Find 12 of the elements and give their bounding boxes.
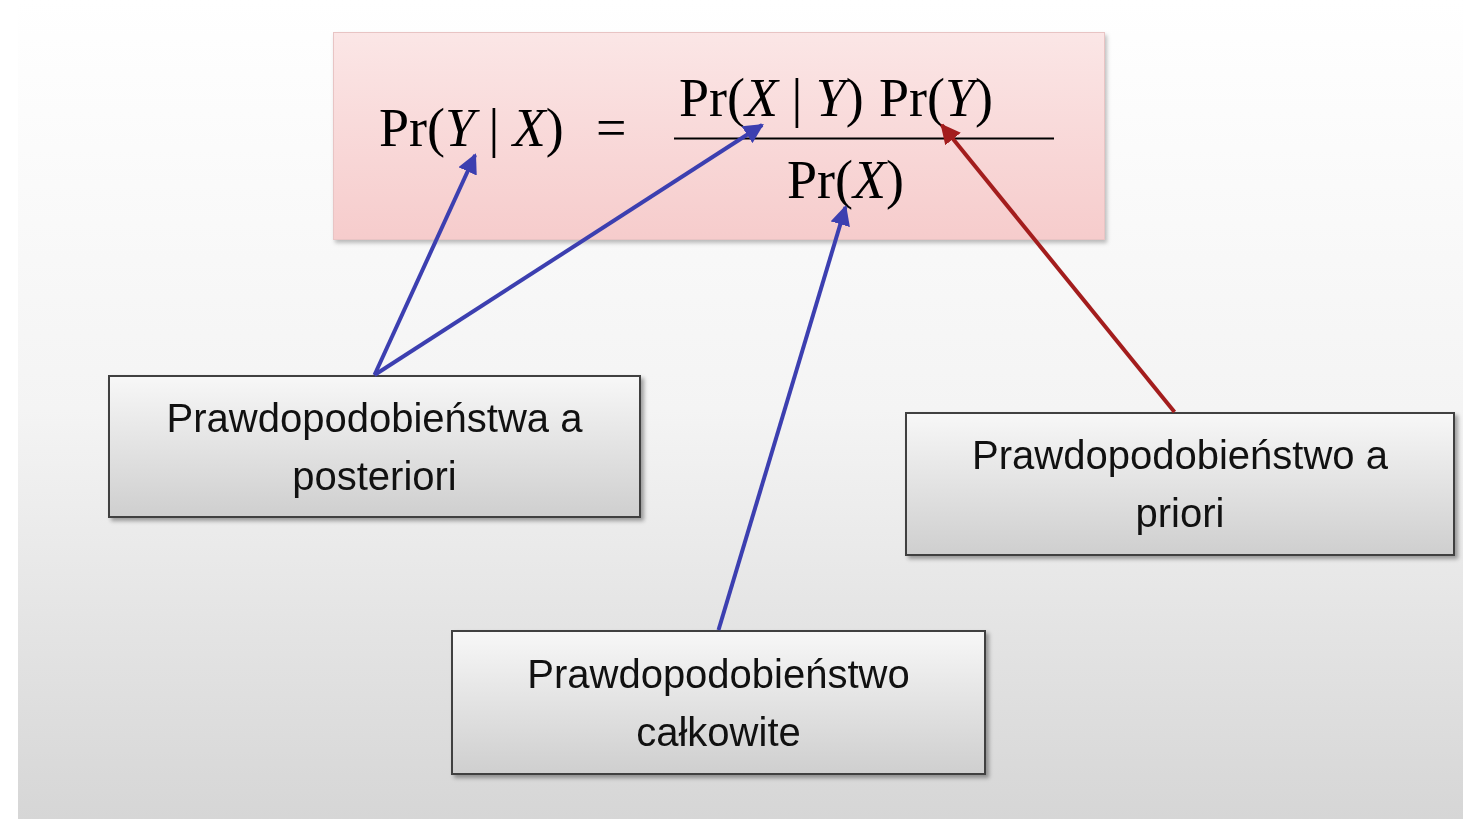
label-box bbox=[108, 375, 641, 518]
arrow bbox=[373, 123, 764, 377]
formula-box bbox=[333, 32, 1105, 240]
label-box bbox=[905, 412, 1455, 556]
label-box bbox=[451, 630, 986, 775]
label-text: Prawdopodobieństwa a posteriori bbox=[165, 394, 584, 500]
arrow bbox=[372, 153, 477, 376]
label-text: Prawdopodobieństwo całkowite bbox=[526, 650, 911, 756]
equals-sign: = bbox=[596, 101, 627, 155]
label-text: Prawdopodobieństwo a priori bbox=[971, 432, 1389, 537]
arrow bbox=[940, 123, 1177, 414]
arrow bbox=[716, 205, 850, 631]
